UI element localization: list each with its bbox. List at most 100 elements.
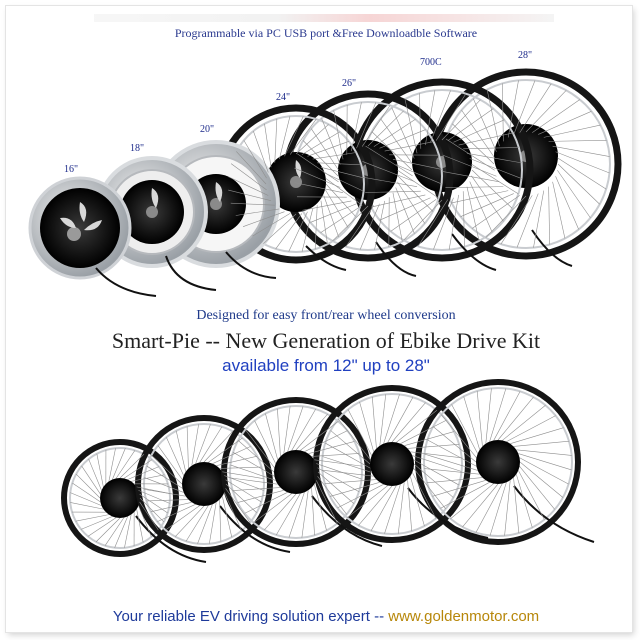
spoke	[277, 408, 281, 457]
spoke	[502, 83, 504, 142]
spoke	[379, 129, 426, 149]
footer-website-link[interactable]: www.goldenmotor.com	[388, 608, 540, 625]
spoke	[314, 484, 327, 531]
spoke	[151, 455, 183, 485]
spoke	[264, 123, 272, 168]
spoke	[70, 492, 102, 506]
spoke	[311, 453, 360, 457]
spoke	[175, 505, 205, 537]
spoke	[384, 484, 401, 534]
spoke	[365, 145, 413, 177]
spoke	[219, 499, 222, 542]
spoke	[513, 80, 536, 135]
spoke	[513, 477, 520, 534]
spoke	[138, 490, 170, 504]
spoke	[212, 446, 251, 464]
spoke	[230, 464, 276, 481]
spoke	[395, 164, 442, 185]
spoke	[131, 474, 165, 482]
spoke	[445, 186, 504, 188]
spoke	[504, 480, 511, 536]
spoke	[450, 483, 494, 520]
spoke	[461, 109, 495, 158]
spoke	[228, 176, 269, 196]
spoke	[324, 479, 377, 485]
spoke	[552, 181, 566, 239]
spoke	[397, 482, 405, 534]
spoke	[359, 203, 380, 250]
spoke	[507, 80, 519, 138]
spoke	[500, 195, 533, 245]
spoke	[469, 181, 493, 233]
product-image-frame: Programmable via PC USB port &Free Downl…	[6, 6, 632, 632]
hub-blade-details	[60, 160, 302, 231]
spoke	[440, 482, 490, 509]
spoke	[325, 177, 362, 205]
spoke	[412, 472, 437, 519]
wheel-16in	[28, 176, 132, 280]
spoke	[371, 194, 426, 208]
spoke	[219, 466, 262, 469]
spoke	[451, 190, 509, 204]
spoke	[322, 469, 374, 477]
spoke	[203, 431, 233, 463]
spoke	[396, 410, 438, 443]
spoke	[452, 123, 495, 165]
spoke	[391, 402, 426, 443]
spoke	[311, 487, 315, 536]
spoke	[426, 477, 483, 484]
spoke	[516, 474, 533, 528]
spoke	[138, 505, 152, 538]
spoke	[548, 186, 550, 245]
spoke	[419, 93, 422, 149]
spoke	[115, 450, 136, 479]
spoke	[323, 195, 339, 238]
spoke	[338, 418, 371, 460]
spoke	[330, 430, 371, 465]
spoke	[379, 394, 387, 446]
spoke	[502, 404, 546, 441]
spoke	[390, 199, 437, 232]
spoke	[460, 193, 514, 217]
spoke	[119, 453, 145, 479]
spoke	[150, 502, 192, 513]
spoke	[317, 162, 362, 166]
spoke	[310, 203, 357, 223]
spoke	[300, 421, 339, 451]
spoke	[317, 471, 355, 504]
spoke	[146, 499, 189, 502]
spoke	[108, 448, 116, 482]
spoke	[323, 172, 364, 192]
programmable-note: Programmable via PC USB port &Free Downl…	[174, 26, 478, 40]
spoke	[308, 441, 355, 454]
spoke	[424, 453, 478, 471]
spoke	[314, 205, 318, 250]
spoke	[412, 455, 462, 472]
spoke	[157, 445, 183, 480]
spoke	[235, 208, 280, 216]
bottom-wheel-4	[313, 385, 471, 543]
spoke	[548, 140, 607, 142]
spoke	[345, 205, 375, 247]
spoke	[325, 183, 356, 217]
spoke	[208, 437, 243, 463]
spoke	[332, 205, 369, 242]
footer-slogan: Your reliable EV driving solution expert…	[112, 608, 385, 625]
bottom-cables	[135, 485, 595, 563]
spoke	[230, 202, 275, 206]
spoke	[471, 195, 520, 229]
spoke	[384, 141, 434, 152]
spoke	[397, 181, 426, 224]
spoke	[321, 118, 341, 165]
spoke	[451, 404, 478, 454]
spoke	[374, 200, 385, 250]
spoke	[485, 195, 527, 238]
spoke	[144, 489, 186, 497]
spoke	[367, 110, 404, 147]
spoke	[413, 468, 446, 510]
spoke	[361, 105, 391, 147]
spoke	[254, 420, 276, 464]
spoke	[471, 169, 513, 209]
spoke	[307, 141, 350, 157]
spoke	[301, 490, 309, 538]
